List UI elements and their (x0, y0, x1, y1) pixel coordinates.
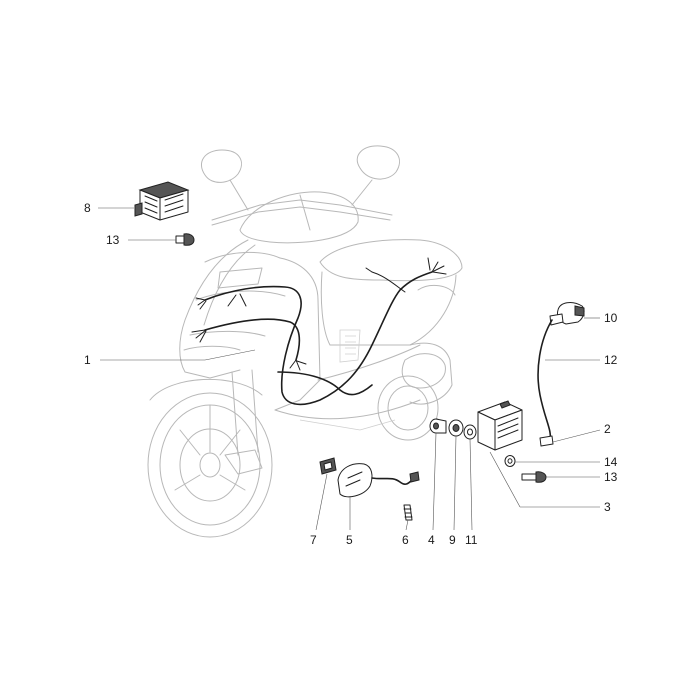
front-mudguard (149, 379, 263, 401)
callout-labels: 1 8 13 10 12 2 14 13 3 7 5 6 4 9 11 (84, 201, 618, 547)
callout-10: 10 (604, 311, 618, 325)
callout-1: 1 (84, 353, 91, 367)
callout-6: 6 (402, 533, 409, 547)
leader-6 (405, 519, 409, 531)
left-mirror (200, 149, 242, 183)
callout-5: 5 (346, 533, 353, 547)
washer-small (504, 455, 516, 467)
bolt-top (175, 233, 195, 246)
seat (319, 239, 463, 282)
leader-9 (453, 435, 457, 531)
callout-8: 8 (84, 201, 91, 215)
handlebar (211, 199, 393, 221)
front-wheel (147, 392, 273, 538)
callout-3: 3 (604, 500, 611, 514)
legshield (274, 257, 321, 411)
spark-plug-cap (549, 302, 585, 326)
callout-14: 14 (604, 455, 618, 469)
callout-4: 4 (428, 533, 435, 547)
leader-lines (98, 207, 601, 531)
bolt-right (521, 471, 547, 483)
washer (463, 424, 477, 440)
right-mirror (356, 145, 400, 180)
leader-11 (469, 438, 473, 531)
front-fork (231, 369, 259, 456)
leader-7 (315, 473, 328, 531)
callout-13-right: 13 (604, 470, 618, 484)
screw (403, 504, 413, 521)
callout-11: 11 (465, 533, 478, 547)
callout-2: 2 (604, 422, 611, 436)
callout-13-top: 13 (106, 233, 120, 247)
cdi-unit (477, 400, 523, 451)
pickup-sensor (337, 463, 420, 498)
voltage-regulator (134, 181, 190, 221)
bushing (429, 418, 447, 434)
callout-9: 9 (449, 533, 456, 547)
rear-wheel (377, 375, 439, 441)
rear-body (409, 342, 453, 405)
main-wiring-harness (191, 257, 447, 406)
scooter-outline (147, 145, 463, 538)
leader-4 (432, 432, 437, 531)
lead-end (539, 435, 554, 447)
leader-3 (489, 451, 521, 508)
callout-12: 12 (604, 353, 618, 367)
front-fairing (179, 239, 249, 379)
clip (319, 457, 337, 475)
spacer (448, 419, 464, 437)
ht-lead (537, 319, 553, 441)
leader-2 (552, 429, 601, 443)
callout-7: 7 (310, 533, 317, 547)
